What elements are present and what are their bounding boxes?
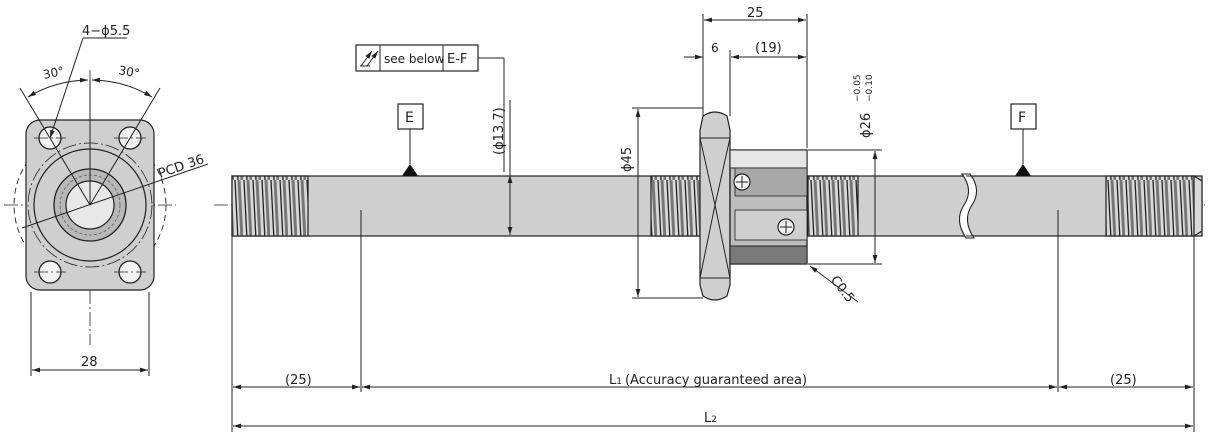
frame-ref: E-F: [447, 52, 467, 67]
nut-tol-upper: −0.05: [853, 74, 863, 102]
angle-right-label: 30°: [117, 63, 140, 80]
chamfer-label: C0.5: [827, 273, 857, 306]
l1-label: L: [609, 373, 617, 388]
side-view: 25 6 (19) ϕ45 ϕ26 −0.05 −0.10 C0.5 (ϕ13.…: [214, 6, 1205, 432]
l1-sub: 1: [616, 377, 622, 387]
nut-tol-lower: −0.10: [865, 74, 875, 102]
nut-dia-label: ϕ26: [859, 113, 874, 138]
nut-length-label: 25: [747, 6, 764, 21]
front-view: 4−ϕ5.5 30° 30° PCD 36 28: [4, 24, 209, 376]
right-thread: [1105, 175, 1195, 237]
feature-control-frame: see below E-F: [355, 44, 479, 72]
datum-f-label: F: [1018, 110, 1026, 126]
flange-dia-label: ϕ45: [620, 147, 635, 172]
flange-thickness-label: 6: [711, 41, 719, 55]
datum-e-label: E: [405, 110, 414, 126]
left-thread: [231, 175, 309, 237]
runout-symbol-icon: [360, 50, 379, 67]
mid-thread-left: [650, 175, 706, 237]
datum-f: F: [1010, 103, 1037, 176]
datum-e: E: [397, 103, 424, 176]
body-length-label: (19): [755, 41, 782, 56]
l2-sub: 2: [711, 415, 717, 425]
svg-text:L2: L2: [704, 411, 717, 426]
l1-note: (Accuracy guaranteed area): [625, 373, 807, 388]
end-left-label: (25): [285, 373, 312, 388]
svg-text:L1(Accuracy guaranteed area): L1(Accuracy guaranteed area): [609, 373, 807, 388]
frame-note: see below: [384, 52, 445, 66]
shaft-dia-label: (ϕ13.7): [492, 107, 507, 155]
l2-label: L: [704, 411, 712, 426]
hole-spec-label: 4−ϕ5.5: [82, 24, 130, 39]
angle-left-label: 30°: [42, 64, 66, 82]
pcd-label: PCD 36: [156, 152, 206, 182]
width-label: 28: [81, 355, 98, 370]
mid-thread-right: [807, 175, 859, 237]
end-right-label: (25): [1110, 373, 1137, 388]
